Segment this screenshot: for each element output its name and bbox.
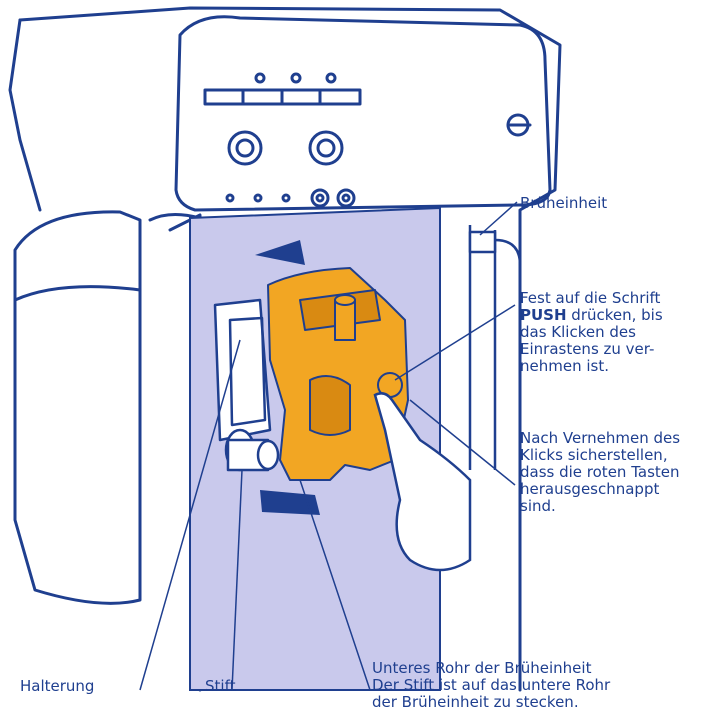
pressing-hand <box>373 392 472 572</box>
holder <box>213 298 272 442</box>
right-knob-icon <box>308 130 344 166</box>
machine-body-outline <box>18 6 562 692</box>
left-knob-icon <box>227 130 263 166</box>
label-push-instruction: Fest auf die Schrift PUSH drücken, bis d… <box>520 289 663 375</box>
push-word: PUSH <box>520 306 567 324</box>
label-brueheinheit: Brüheinheit <box>520 194 608 212</box>
label-unteres-rohr: Unteres Rohr der Brüheinheit Der Stift i… <box>372 659 611 711</box>
label-klick-instruction: Nach Vernehmen des Klicks sicherstellen,… <box>520 429 681 515</box>
control-panel <box>174 15 552 212</box>
up-arrow-icon <box>255 240 305 265</box>
label-stift: Stift <box>205 677 236 695</box>
label-halterung: Halterung <box>20 677 95 695</box>
water-tank <box>13 210 142 605</box>
machine-left-edge <box>8 18 42 212</box>
